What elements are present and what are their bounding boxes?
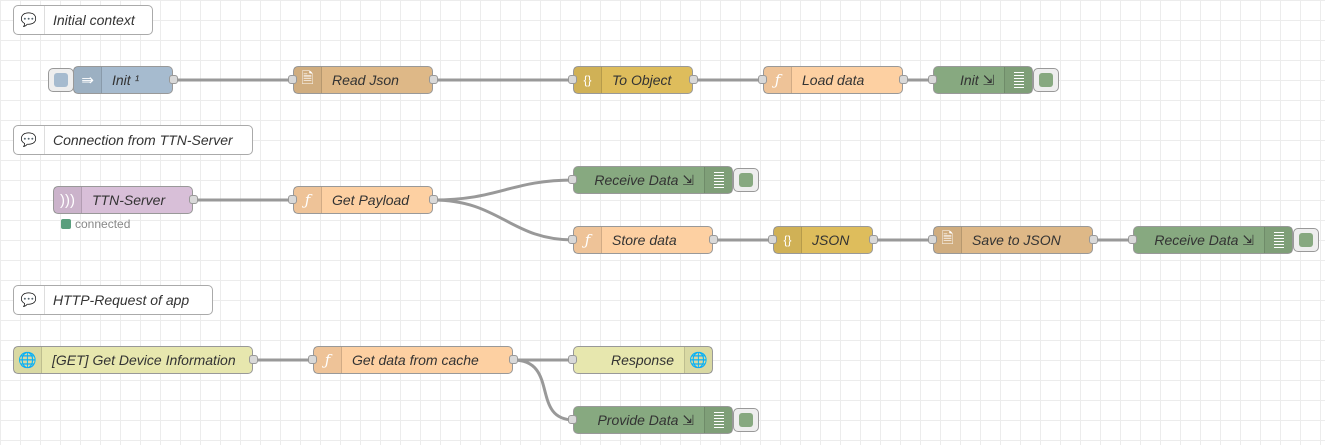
node-label: Store data: [612, 232, 677, 248]
input-port[interactable]: [568, 175, 577, 184]
node-label: TTN-Server: [92, 192, 166, 208]
comment-icon: 💬: [14, 126, 45, 154]
input-port[interactable]: [758, 75, 767, 84]
wire: [432, 178, 575, 202]
node-label: To Object: [612, 72, 672, 88]
debug-button-inner: [1299, 233, 1313, 247]
node-label: JSON: [812, 232, 850, 248]
output-port[interactable]: [429, 75, 438, 84]
arrow-in-icon: ⇛: [74, 67, 102, 93]
node-label: Get data from cache: [352, 352, 479, 368]
node-receive-data-2[interactable]: Receive Data ⇲: [1128, 226, 1293, 254]
comment-label: HTTP-Request of app: [53, 292, 190, 308]
input-port[interactable]: [768, 235, 777, 244]
node-label: Save to JSON: [972, 232, 1061, 248]
output-port[interactable]: [169, 75, 178, 84]
node-label: Init ⇲: [960, 71, 995, 88]
debug-toggle-button[interactable]: [733, 408, 759, 432]
comment-icon: 💬: [14, 286, 45, 314]
input-port[interactable]: [568, 235, 577, 244]
debug-button-inner: [739, 173, 753, 187]
output-port[interactable]: [429, 195, 438, 204]
list-icon: [704, 407, 732, 433]
node-get-payload[interactable]: ƒ Get Payload: [288, 186, 438, 214]
comment-icon: 💬: [14, 6, 45, 34]
function-icon: ƒ: [764, 67, 792, 93]
output-port[interactable]: [869, 235, 878, 244]
node-save-to-json[interactable]: 🗎 Save to JSON: [928, 226, 1098, 254]
node-label: Provide Data ⇲: [597, 411, 694, 428]
file-in-icon: 🗎: [294, 67, 322, 93]
node-to-object[interactable]: {} To Object: [568, 66, 698, 94]
input-port[interactable]: [568, 355, 577, 364]
function-icon: ƒ: [314, 347, 342, 373]
json-icon: {}: [774, 227, 802, 253]
node-label: Receive Data ⇲: [594, 171, 694, 188]
node-get-cache[interactable]: ƒ Get data from cache: [308, 346, 518, 374]
output-port[interactable]: [189, 195, 198, 204]
output-port[interactable]: [709, 235, 718, 244]
file-out-icon: 🗎: [934, 227, 962, 253]
output-port[interactable]: [899, 75, 908, 84]
comment-initial-context[interactable]: 💬 Initial context: [13, 5, 153, 35]
status-text: connected: [75, 217, 131, 231]
inject-button-inner: [54, 73, 68, 87]
node-store-data[interactable]: ƒ Store data: [568, 226, 718, 254]
node-json[interactable]: {} JSON: [768, 226, 878, 254]
node-init-link-out[interactable]: Init ⇲: [928, 66, 1033, 94]
output-port[interactable]: [249, 355, 258, 364]
node-label: [GET] Get Device Information: [52, 352, 236, 368]
output-port[interactable]: [1089, 235, 1098, 244]
comment-ttn-connection[interactable]: 💬 Connection from TTN-Server: [13, 125, 253, 155]
list-icon: [1004, 67, 1032, 93]
comment-label: Connection from TTN-Server: [53, 132, 233, 148]
function-icon: ƒ: [574, 227, 602, 253]
output-port[interactable]: [509, 355, 518, 364]
json-icon: {}: [574, 67, 602, 93]
function-icon: ƒ: [294, 187, 322, 213]
node-label: Response: [610, 352, 674, 368]
input-port[interactable]: [288, 195, 297, 204]
list-icon: [704, 167, 732, 193]
wire: [432, 198, 575, 242]
comment-label: Initial context: [53, 12, 135, 28]
input-port[interactable]: [568, 75, 577, 84]
globe-icon: 🌐: [14, 347, 42, 373]
input-port[interactable]: [928, 75, 937, 84]
node-http-get[interactable]: 🌐 [GET] Get Device Information: [13, 346, 258, 374]
debug-toggle-button[interactable]: [733, 168, 759, 192]
input-port[interactable]: [288, 75, 297, 84]
output-port[interactable]: [689, 75, 698, 84]
node-response[interactable]: Response 🌐: [568, 346, 713, 374]
node-label: Get Payload: [332, 192, 410, 208]
input-port[interactable]: [568, 415, 577, 424]
node-label: Receive Data ⇲: [1154, 231, 1254, 248]
node-provide-data[interactable]: Provide Data ⇲: [568, 406, 733, 434]
input-port[interactable]: [928, 235, 937, 244]
inject-trigger-button[interactable]: [48, 68, 74, 92]
wireless-icon: ))): [54, 187, 82, 213]
debug-toggle-button[interactable]: [1033, 68, 1059, 92]
comment-http-request[interactable]: 💬 HTTP-Request of app: [13, 285, 213, 315]
node-label: Read Json: [332, 72, 399, 88]
input-port[interactable]: [1128, 235, 1137, 244]
list-icon: [1264, 227, 1292, 253]
node-status: connected: [61, 217, 130, 231]
debug-button-inner: [739, 413, 753, 427]
node-ttn-server[interactable]: ))) TTN-Server: [53, 186, 198, 214]
node-label: Init ¹: [112, 72, 140, 88]
node-init-inject[interactable]: ⇛ Init ¹: [73, 66, 178, 94]
globe-icon: 🌐: [684, 347, 712, 373]
debug-toggle-button[interactable]: [1293, 228, 1319, 252]
status-dot: [61, 219, 71, 229]
node-label: Load data: [802, 72, 865, 88]
node-receive-data-1[interactable]: Receive Data ⇲: [568, 166, 733, 194]
input-port[interactable]: [308, 355, 317, 364]
wire: [512, 358, 575, 422]
node-read-json[interactable]: 🗎 Read Json: [288, 66, 438, 94]
debug-button-inner: [1039, 73, 1053, 87]
node-load-data[interactable]: ƒ Load data: [758, 66, 908, 94]
